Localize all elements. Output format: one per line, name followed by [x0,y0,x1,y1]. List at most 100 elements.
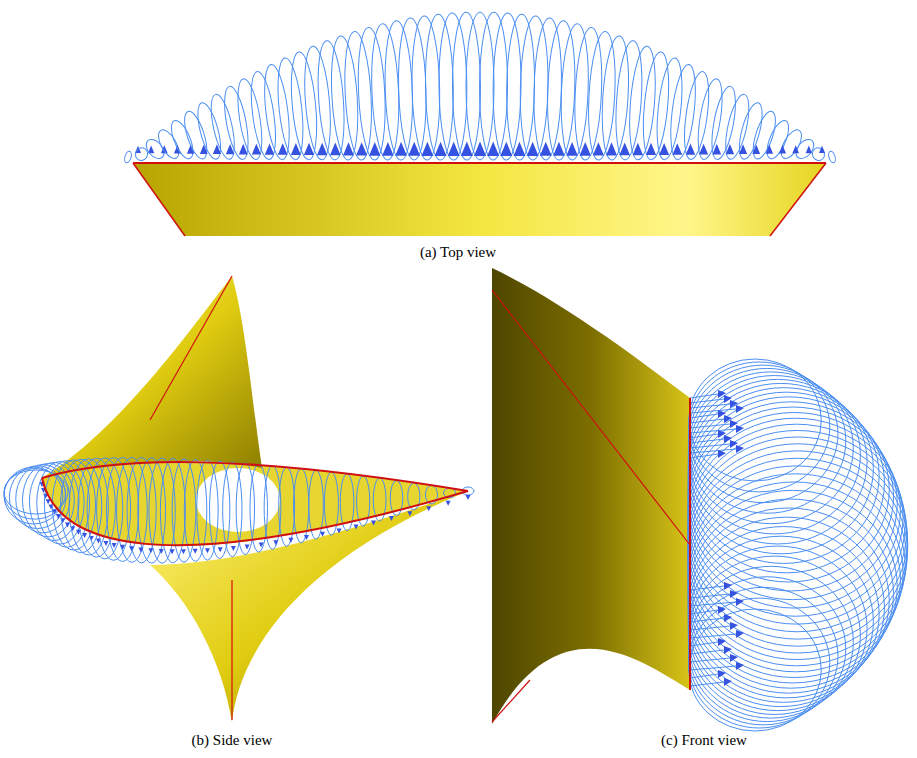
ruling-line [770,163,826,236]
arrowhead [736,630,744,638]
arrowhead [245,544,250,549]
vector-loop [160,458,185,563]
arrowhead [129,546,134,551]
ruling-line [42,478,468,545]
arrowhead [304,535,309,540]
arrowhead [659,143,669,155]
vector-line [690,634,736,638]
vector-loop [735,100,767,161]
arrowhead [736,662,744,670]
vector-loop [827,150,836,163]
arrowhead [593,142,604,155]
arrowhead [259,543,264,548]
surface [492,268,690,724]
arrowhead [231,546,236,551]
vector-line [690,658,730,662]
vector-loop [559,23,591,160]
vector-loop [61,459,102,552]
vector-loop [689,587,838,725]
arrowhead [138,547,143,552]
arrowhead [446,501,451,506]
arrowhead [739,144,747,154]
arrowhead [726,144,734,154]
vector-line [690,404,730,408]
arrowhead [170,549,175,554]
vector-loop [680,70,713,161]
vector-line [690,586,724,590]
arrowhead [540,142,552,156]
arrowhead [672,143,682,155]
vector-loop [342,31,375,161]
arrowhead [736,405,744,413]
arrowhead [65,522,70,527]
arrowhead [354,525,359,530]
vector-loop [777,127,805,162]
vector-loop [586,31,619,161]
ruling-line [133,162,826,164]
arrowhead [699,144,708,155]
arrowhead [736,425,744,433]
vector-loops [123,12,836,164]
ruling-line [42,462,468,491]
vector-loop [69,459,108,555]
vector-loop [328,35,361,161]
arrowhead [273,540,278,545]
vector-loop [599,35,632,161]
vector-loop [22,463,74,536]
vector-line [690,618,724,622]
arrowhead [686,143,695,154]
arrowhead [779,145,786,153]
ruling-line [150,276,232,420]
vector-loop [688,499,894,688]
arrowhead [730,654,738,662]
vector-loop [688,536,873,706]
arrowhead [112,543,117,548]
arrowhead [213,144,221,154]
arrowhead [633,143,643,156]
vector-loop [301,45,334,161]
figure-caption: (a) Top view [420,243,496,261]
arrowhead [514,142,526,156]
vector-loop [689,609,822,731]
vector-line [690,399,724,403]
vector-loop [154,127,182,162]
vector-line [690,419,724,423]
vector-loop [763,118,793,162]
ruling-line [231,580,232,720]
vector-loop [138,458,166,564]
vector-loop [688,508,889,693]
vector-line [690,409,736,413]
vector-loop [688,379,867,544]
vector-line [690,434,718,438]
vector-loop [626,45,659,161]
vector-line [690,394,718,398]
vector-loop [810,145,827,162]
arrowhead [371,520,376,525]
arrowhead [752,145,760,154]
arrowhead [159,549,164,554]
vector-line [690,674,718,678]
arrowhead [426,506,431,511]
vector-loop [106,458,138,562]
arrowhead [218,547,223,552]
arrowhead [736,598,744,606]
arrowhead [619,142,630,155]
vector-line [690,650,724,654]
vector-loop [287,51,320,161]
surface [42,276,262,478]
vector-loop [123,150,132,163]
arrowhead [226,144,234,154]
arrowhead [389,516,394,521]
arrowhead [718,606,726,614]
ruling-line [133,163,185,236]
vector-loop [180,109,211,161]
vector-loop [612,40,645,161]
vector-loop [707,85,740,162]
vector-line [690,610,718,614]
arrowhead [337,528,342,533]
vector-loop [4,469,65,520]
vector-loop [193,100,225,161]
vector-loop [117,457,148,562]
vector-loop [721,92,753,161]
